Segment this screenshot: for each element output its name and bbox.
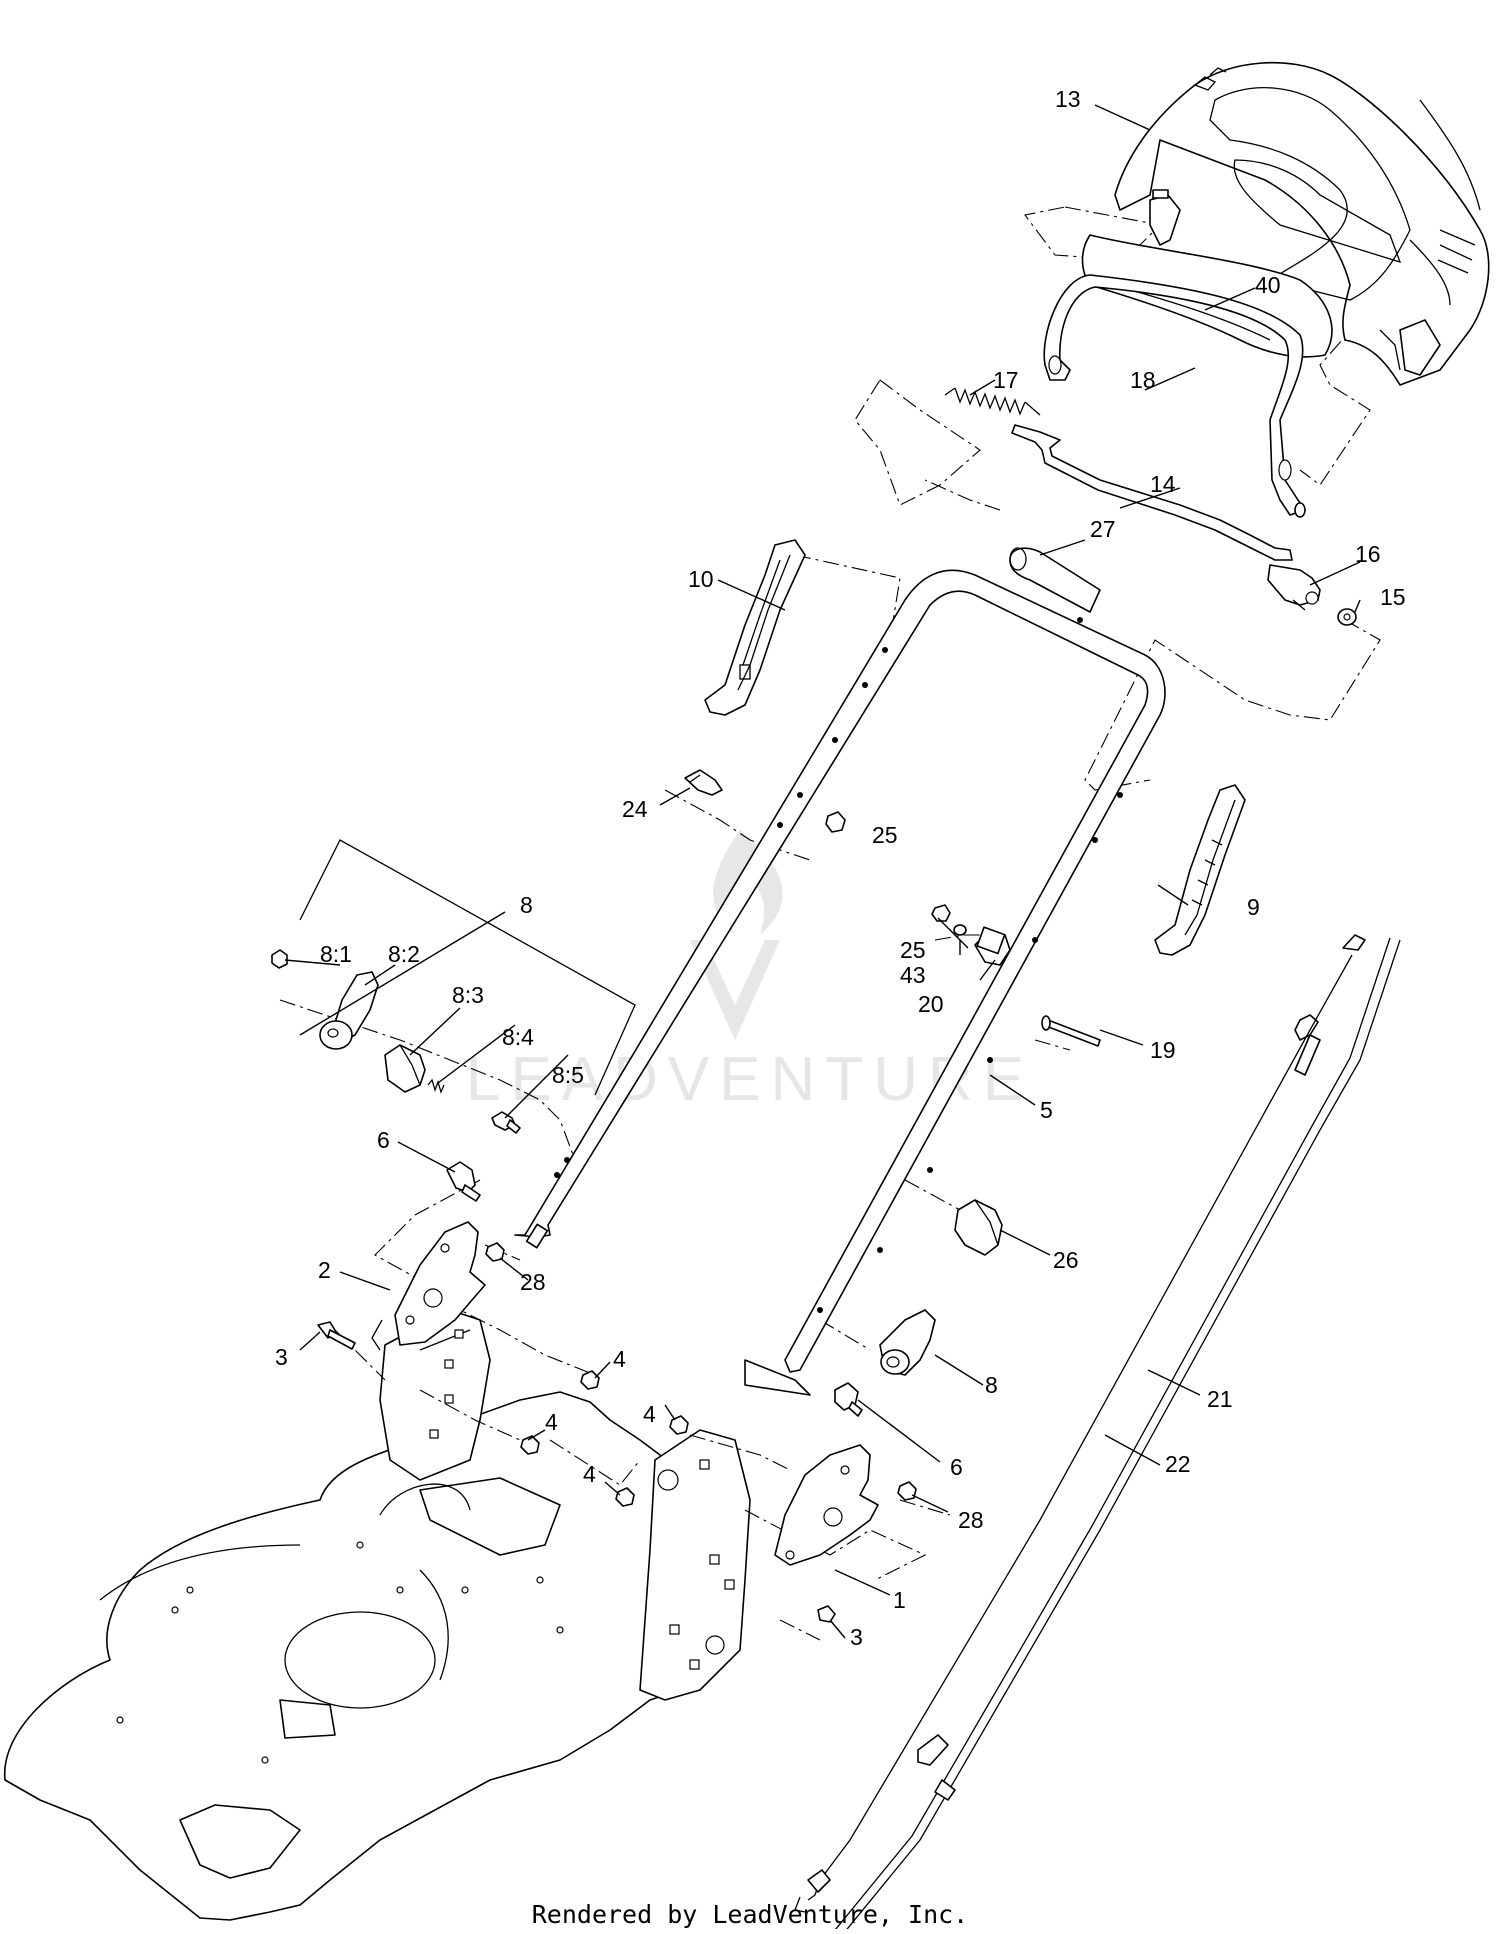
- leader-lines: [284, 104, 1361, 1639]
- callout-9: 9: [1247, 894, 1260, 920]
- part-27-grip-sleeve: [1009, 547, 1101, 623]
- callout-28-right: 28: [958, 1507, 984, 1533]
- part-15-washer: [1337, 608, 1357, 626]
- callout-28-left: 28: [520, 1269, 546, 1295]
- callout-17: 17: [993, 367, 1019, 393]
- callout-6-right: 6: [950, 1454, 963, 1480]
- callout-4-upper: 4: [613, 1346, 626, 1372]
- callout-25-upper: 25: [872, 822, 898, 848]
- part-2-height-plate-left: [371, 1221, 486, 1351]
- callout-8-group: 8: [520, 892, 533, 918]
- part-25-nut: [825, 811, 846, 833]
- callout-5: 5: [1040, 1097, 1053, 1123]
- part-4-nuts: [520, 1370, 689, 1507]
- callout-18: 18: [1130, 367, 1156, 393]
- part-14-control-rod: [1011, 424, 1293, 561]
- part-21-drive-cable: [830, 934, 1401, 1934]
- part-9-cable-guide-right: [1154, 784, 1246, 956]
- callout-19: 19: [1150, 1037, 1176, 1063]
- callout-8-2: 8:2: [388, 941, 420, 967]
- callout-22: 22: [1165, 1451, 1191, 1477]
- part-25-43-20-hardware: [931, 904, 1011, 966]
- part-3-bolt-left: [317, 1321, 356, 1350]
- part-8-lever-assembled: [879, 1309, 936, 1376]
- callout-26: 26: [1053, 1247, 1079, 1273]
- callout-8-assembled: 8: [985, 1372, 998, 1398]
- callout-16: 16: [1355, 541, 1381, 567]
- part-5-handle-tube: [514, 569, 1166, 1396]
- mower-deck: [4, 1391, 691, 1921]
- callout-27: 27: [1090, 516, 1116, 542]
- left-deck-bracket: [379, 1309, 491, 1481]
- callout-40: 40: [1255, 272, 1281, 298]
- callout-4-right: 4: [643, 1401, 656, 1427]
- callout-labels: 13 40 18 17 14 16 15 10 27 24 25 9 8 8:1…: [275, 86, 1406, 1650]
- part-22-cable: [794, 954, 1353, 1913]
- right-deck-bracket: [639, 1429, 751, 1701]
- callout-4-lower: 4: [583, 1461, 596, 1487]
- part-3-bolt-right: [817, 1605, 836, 1623]
- callout-1: 1: [893, 1587, 906, 1613]
- callout-15: 15: [1380, 584, 1406, 610]
- callout-13: 13: [1055, 86, 1081, 112]
- part-17-spring: [944, 387, 1041, 416]
- footer-credit: Rendered by LeadVenture, Inc.: [531, 1900, 969, 1929]
- callout-10: 10: [688, 566, 714, 592]
- callout-20: 20: [918, 991, 944, 1017]
- callout-2: 2: [318, 1257, 331, 1283]
- part-24-cable-clip: [684, 769, 723, 796]
- callout-6-left: 6: [377, 1127, 390, 1153]
- part-1-height-plate-right: [774, 1444, 879, 1566]
- part-13-handle-grip: [1114, 61, 1490, 386]
- part-6-shoulder-bolt-left: [446, 1161, 481, 1202]
- callout-8-4: 8:4: [502, 1024, 534, 1050]
- part-10-cable-guide-left: [704, 539, 806, 716]
- callout-8-3: 8:3: [452, 982, 484, 1008]
- part-18-bail: [1043, 274, 1306, 518]
- part-28-nut-right: [897, 1481, 917, 1501]
- part-16-cable-clip: [1267, 564, 1321, 611]
- callout-3-left: 3: [275, 1344, 288, 1370]
- part-6-shoulder-bolt-right: [834, 1382, 863, 1417]
- part-26-block: [954, 1199, 1003, 1256]
- callout-8-5: 8:5: [552, 1062, 584, 1088]
- callout-21: 21: [1207, 1386, 1233, 1412]
- callout-4-middle: 4: [545, 1409, 558, 1435]
- callout-8-1: 8:1: [320, 941, 352, 967]
- callout-25-lower: 25: [900, 937, 926, 963]
- callout-14: 14: [1150, 471, 1176, 497]
- callout-24: 24: [622, 796, 648, 822]
- callout-3-right: 3: [850, 1624, 863, 1650]
- part-19-bolt: [1041, 1015, 1101, 1047]
- callout-43: 43: [900, 962, 926, 988]
